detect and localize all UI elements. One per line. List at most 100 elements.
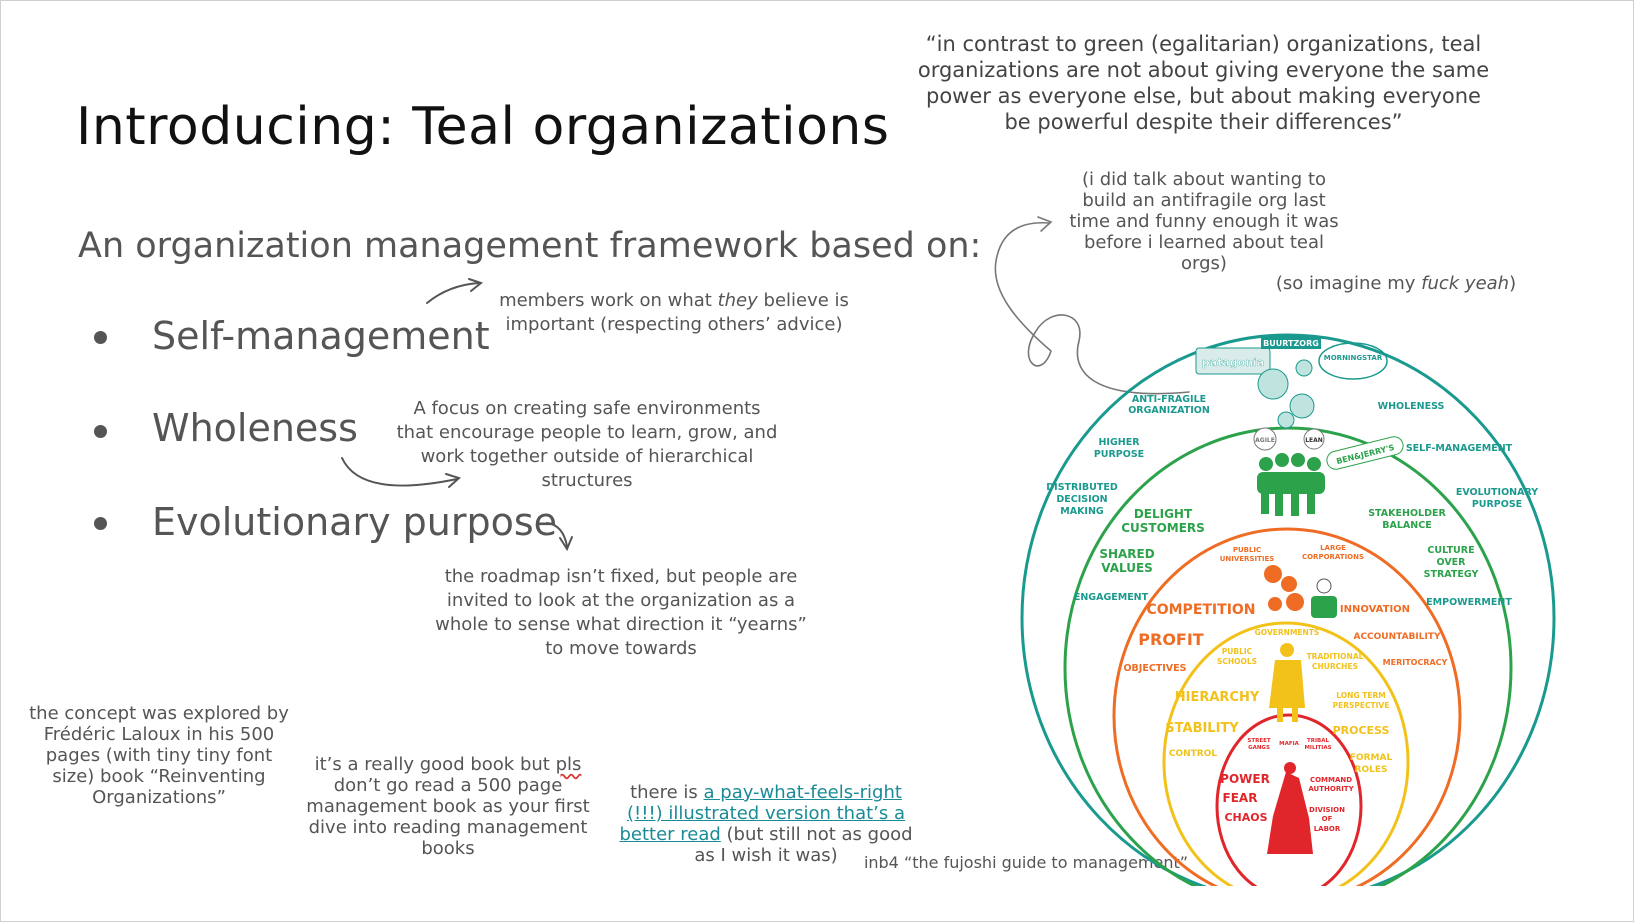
buurtzorg-logo <box>1261 336 1321 349</box>
label-anti-fragile: ANTI-FRAGILE <box>1132 394 1206 405</box>
note-evolutionary-purpose: the roadmap isn’t fixed, but people are … <box>435 566 807 659</box>
label-tribal-militias: TRIBAL <box>1307 738 1329 744</box>
label-public-universities: PUBLIC <box>1233 546 1261 554</box>
label-competition: COMPETITION <box>1146 602 1255 618</box>
teal-ring <box>1020 333 1556 886</box>
label-traditional-churches: TRADITIONAL <box>1307 652 1364 661</box>
label-hierarchy: HIERARCHY <box>1175 690 1260 705</box>
label-culture: CULTURE <box>1427 545 1474 556</box>
label-customers: CUSTOMERS <box>1121 521 1205 535</box>
slide-title: Introducing: Teal organizations <box>76 97 890 157</box>
svg-text:LEAN: LEAN <box>1305 437 1323 444</box>
bullet-dot <box>94 331 107 344</box>
label-empowerment: EMPOWERMENT <box>1426 597 1512 608</box>
team-figures <box>1257 453 1325 516</box>
svg-text:CHURCHES: CHURCHES <box>1312 662 1358 671</box>
label-mafia: MAFIA <box>1279 741 1300 747</box>
label-distributed: DISTRIBUTED <box>1046 482 1118 493</box>
label-meritocracy: MERITOCRACY <box>1383 658 1448 667</box>
note-illustrated-version: there is a pay-what-feels-right (!!!) il… <box>619 782 913 866</box>
teal-bubble <box>1257 368 1289 400</box>
label-decision: DECISION <box>1056 494 1107 505</box>
arrow-evolutionary <box>546 522 568 547</box>
note-good-book: it’s a really good book but pls don’t go… <box>306 754 590 859</box>
amber-ring <box>1162 621 1410 886</box>
agile-icon <box>1253 427 1277 451</box>
label-governments: GOVERNMENTS <box>1255 628 1320 637</box>
morningstar-label: MORNINGSTAR <box>1324 354 1383 362</box>
label-power: POWER <box>1220 772 1270 786</box>
label-balance: BALANCE <box>1382 520 1431 531</box>
orange-ring <box>1112 527 1462 886</box>
gears-icon <box>1264 565 1304 611</box>
note-wholeness: A focus on creating safe environments th… <box>396 398 778 491</box>
label-making: MAKING <box>1060 506 1104 517</box>
teal-organization-diagram: patagonia BUURTZORG MORNINGSTAR ANTI-FRA… <box>1020 333 1556 886</box>
teal-bubble <box>1289 393 1315 419</box>
patagonia-label: patagonia <box>1202 356 1264 369</box>
svg-text:UNIVERSITIES: UNIVERSITIES <box>1220 555 1275 563</box>
label-process: PROCESS <box>1333 724 1390 737</box>
patagonia-logo <box>1195 347 1271 375</box>
teal-bubble <box>1277 411 1295 429</box>
label-evolutionary-purpose: PURPOSE <box>1472 499 1522 510</box>
label-delight: DELIGHT <box>1134 507 1193 521</box>
label-self-management: SELF-MANAGEMENT <box>1406 443 1513 454</box>
svg-text:MILITIAS: MILITIAS <box>1304 745 1331 751</box>
label-objectives: OBJECTIVES <box>1123 663 1186 674</box>
label-fear: FEAR <box>1223 791 1258 805</box>
lean-icon <box>1303 428 1325 450</box>
svg-text:LABOR: LABOR <box>1314 825 1341 833</box>
svg-text:PERSPECTIVE: PERSPECTIVE <box>1333 701 1390 710</box>
label-roles: ROLES <box>1355 765 1388 775</box>
teal-quote: “in contrast to green (egalitarian) orga… <box>917 32 1490 134</box>
note-antifragile: (i did talk about wanting to build an an… <box>1069 169 1339 274</box>
label-chaos: CHAOS <box>1224 811 1267 824</box>
label-public-schools: PUBLIC <box>1222 647 1253 656</box>
label-control: CONTROL <box>1169 749 1218 759</box>
warrior-figure <box>1267 772 1313 854</box>
label-engagement: ENGAGEMENT <box>1074 592 1149 603</box>
bullet-self-management: Self-management <box>152 314 490 358</box>
bullet-evolutionary-purpose: Evolutionary purpose <box>152 500 558 544</box>
label-accountability: ACCOUNTABILITY <box>1353 632 1441 642</box>
label-shared: SHARED <box>1099 547 1154 561</box>
svg-text:AGILE: AGILE <box>1255 437 1275 444</box>
svg-text:GANGS: GANGS <box>1248 745 1270 751</box>
label-formal: FORMAL <box>1350 753 1393 763</box>
bullet-dot <box>94 517 107 530</box>
note-laloux-book: the concept was explored by Frédéric Lal… <box>29 703 289 808</box>
label-innovation: INNOVATION <box>1340 604 1410 615</box>
note-imagine: (so imagine my fuck yeah) <box>1275 273 1517 294</box>
label-over: OVER <box>1437 557 1467 568</box>
label-strategy: STRATEGY <box>1424 569 1479 580</box>
label-street-gangs: STREET <box>1247 738 1270 744</box>
label-long-term: LONG TERM <box>1336 691 1385 700</box>
label-evolutionary: EVOLUTIONARY <box>1456 487 1538 498</box>
label-stability: STABILITY <box>1165 721 1239 736</box>
label-organization: ORGANIZATION <box>1128 405 1210 416</box>
innovator-figure <box>1311 578 1337 618</box>
label-purpose: PURPOSE <box>1094 449 1144 460</box>
label-stakeholder: STAKEHOLDER <box>1368 508 1446 519</box>
red-ring <box>1215 713 1363 886</box>
label-wholeness: WHOLENESS <box>1378 401 1445 412</box>
arrow-antifragile <box>994 221 1190 395</box>
label-authority: AUTHORITY <box>1308 785 1354 793</box>
note-inb4: inb4 “the fujoshi guide to management” <box>863 853 1189 872</box>
bullet-dot <box>94 425 107 438</box>
slide-subtitle: An organization management framework bas… <box>78 226 982 266</box>
label-higher: HIGHER <box>1098 437 1140 448</box>
ben-jerrys-logo <box>1326 436 1404 470</box>
note-self-management: members work on what they believe is imp… <box>499 290 849 335</box>
label-values: VALUES <box>1101 561 1153 575</box>
illustrated-version-link[interactable]: a pay-what-feels-right (!!!) illustrated… <box>619 782 906 845</box>
morningstar-logo <box>1318 342 1388 380</box>
label-large-corporations: LARGE <box>1320 544 1346 552</box>
label-command: COMMAND <box>1310 776 1352 784</box>
svg-text:CORPORATIONS: CORPORATIONS <box>1302 553 1364 561</box>
label-profit: PROFIT <box>1138 630 1204 649</box>
buurtzorg-label: BUURTZORG <box>1263 339 1319 348</box>
